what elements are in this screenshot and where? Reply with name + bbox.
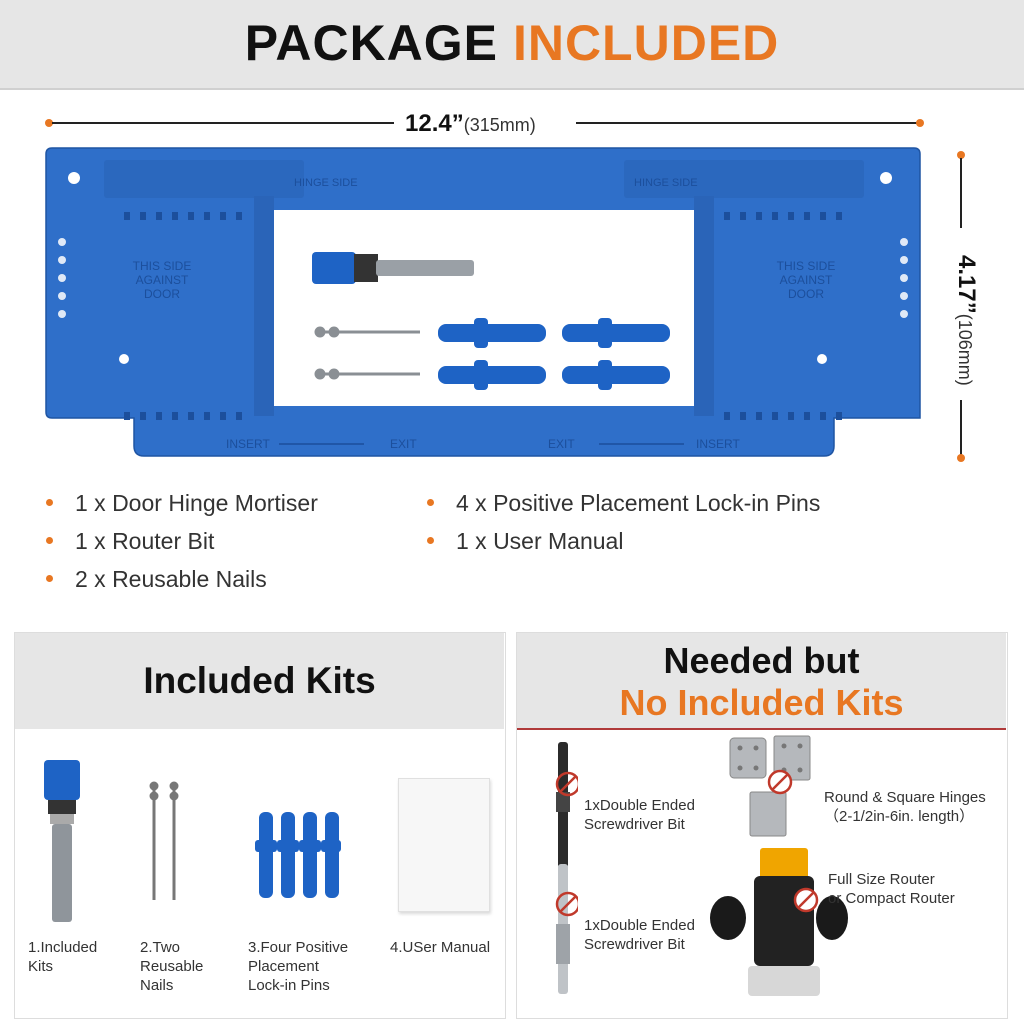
jig-text-exit-left: EXIT [390,437,417,451]
jig-text-insert-left: INSERT [226,437,270,451]
width-dimension-label: 12.4”(315mm) [405,110,536,138]
lock-in-pins-image [438,318,670,390]
height-dimension-label: 4.17”(106mm) [950,255,980,386]
title-part-1: PACKAGE [244,15,499,71]
hinge-mortiser-jig: THIS SIDE AGAINST DOOR THIS SIDE AGAINST… [45,147,921,457]
title-part-2: INCLUDED [512,15,780,71]
package-item-5: 1 x User Manual [427,528,623,555]
needed-kits-title: Needed but No Included Kits [517,640,1006,724]
package-item-2: 1 x Router Bit [46,528,214,555]
width-value: 12.4” [405,110,464,137]
nails-image [314,326,420,380]
package-item-3: 2 x Reusable Nails [46,566,267,593]
router-tool-icon [710,848,848,996]
page-title: PACKAGE INCLUDED [0,14,1024,72]
height-metric: (106mm) [955,313,975,386]
jig-text-against-left: AGAINST [136,273,189,287]
screwdriver-bit-2-icon [555,864,578,994]
width-dim-line-left [52,122,394,124]
needed-title-line-1: Needed but [663,640,860,681]
package-item-1: 1 x Door Hinge Mortiser [46,490,318,517]
screwdriver-bit-1-icon [555,742,578,868]
dim-dot-left [45,119,53,127]
jig-text-hinge-side-left: HINGE SIDE [294,177,358,189]
height-dim-line-bottom [960,400,962,456]
jig-text-hinge-side-right: HINGE SIDE [634,177,698,189]
jig-text-this-side-left: THIS SIDE [133,259,192,273]
included-kits-title: Included Kits [143,660,376,701]
hinges-icon [729,735,811,837]
dim-dot-top [957,151,965,159]
caption-user-manual: 4.USer Manual [390,939,491,956]
package-item-4: 4 x Positive Placement Lock-in Pins [427,490,820,517]
jig-text-this-side-right: THIS SIDE [777,259,836,273]
width-dim-line-right [576,122,920,124]
included-kits-header [15,633,504,729]
needed-kits-header [517,633,1006,729]
dim-dot-right [916,119,924,127]
included-pins-icon [255,812,341,898]
needed-hinges-label: Round & Square Hinges（2-1/2in-6in. lengt… [824,789,986,825]
header-banner [0,0,1024,90]
user-manual-icon [398,778,490,912]
needed-divider [517,728,1006,730]
jig-text-door-left: DOOR [144,287,180,301]
needed-title-line-2: No Included Kits [619,682,904,723]
included-router-bit-icon [44,760,80,922]
included-nails-icon [149,781,179,900]
jig-text-against-right: AGAINST [780,273,833,287]
dim-dot-bottom [957,454,965,462]
jig-text-insert-right: INSERT [696,437,740,451]
width-metric: (315mm) [463,115,536,135]
height-value: 4.17” [953,255,980,314]
height-dim-line-top [960,158,962,228]
jig-text-door-right: DOOR [788,287,824,301]
router-bit-image [312,252,474,284]
jig-text-exit-right: EXIT [548,437,575,451]
